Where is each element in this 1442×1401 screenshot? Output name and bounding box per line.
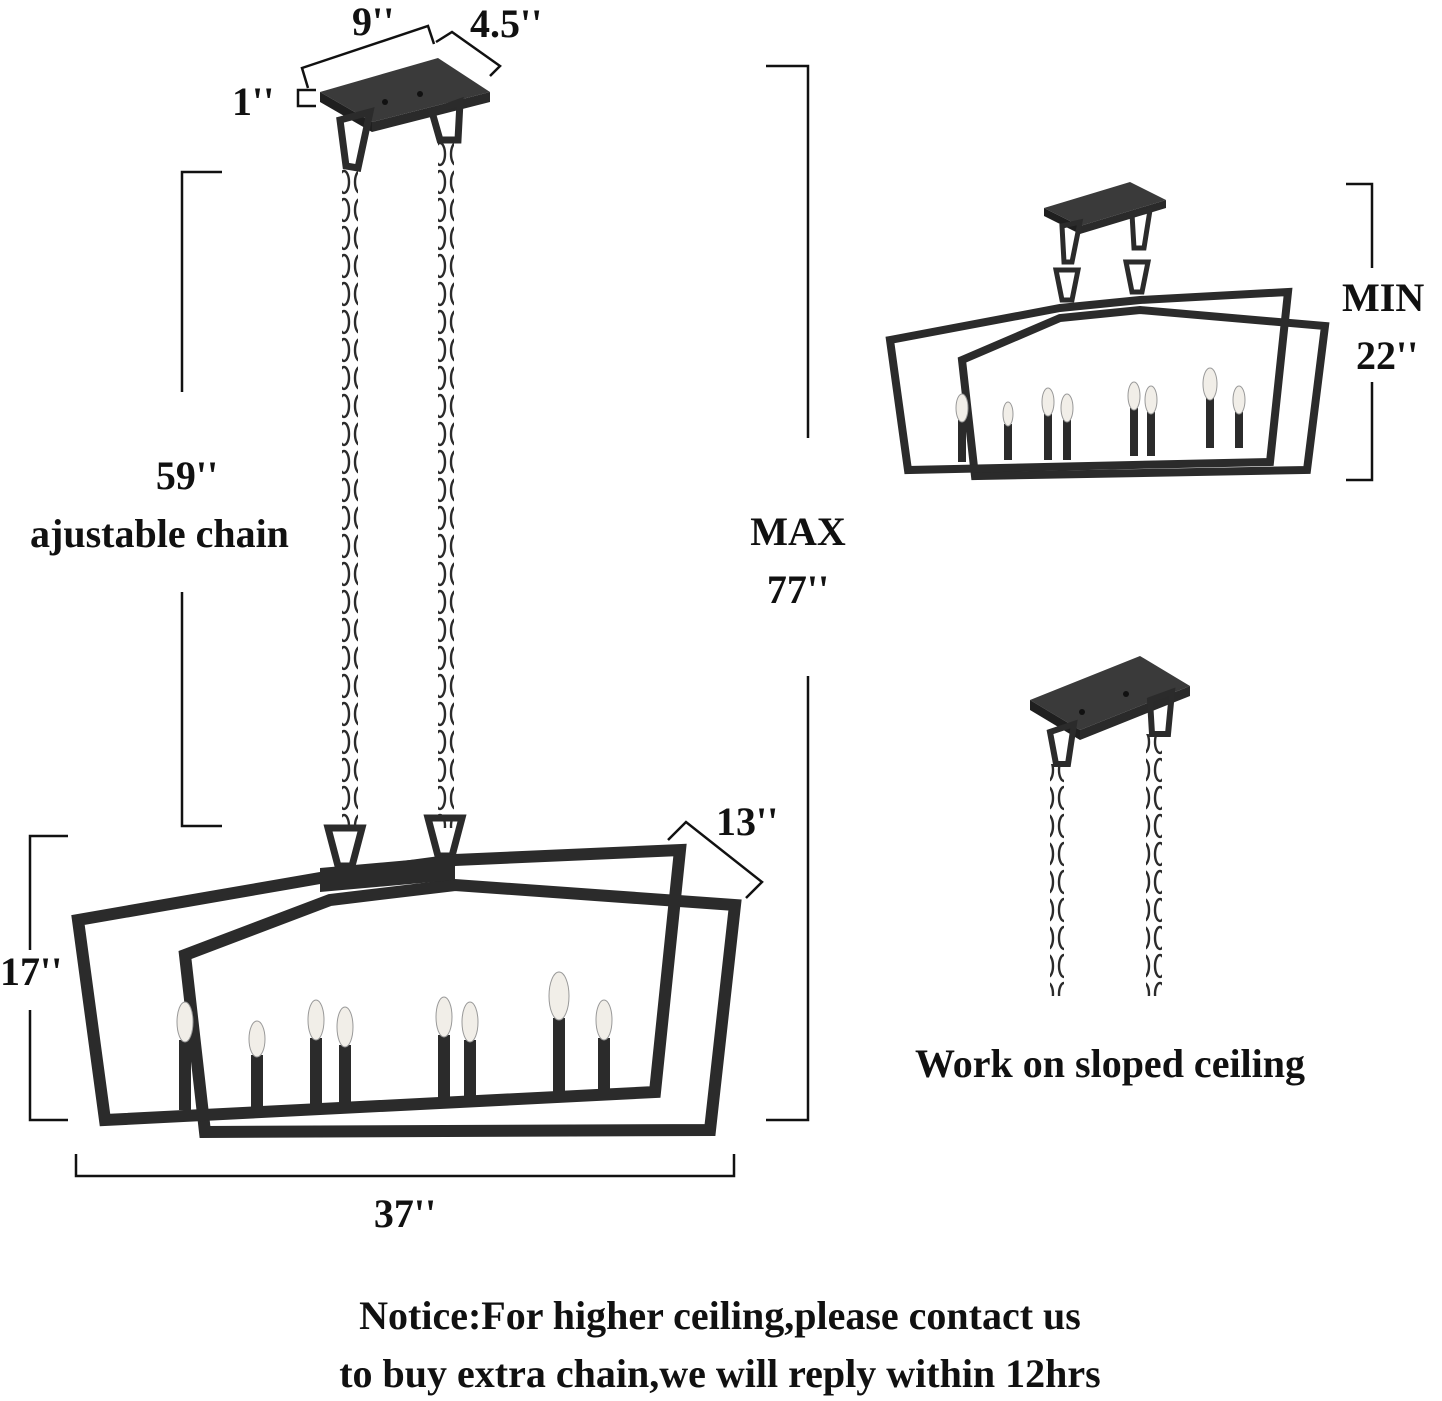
notice-line-1: Notice:For higher ceiling,please contact…	[359, 1293, 1081, 1338]
min-height-chandelier	[885, 182, 1330, 481]
sloped-ceiling-canopy	[1030, 656, 1190, 996]
notice-line-2: to buy extra chain,we will reply within …	[339, 1351, 1101, 1396]
frame-height-label: 17''	[0, 949, 63, 994]
max-label: MAX	[750, 509, 846, 554]
canopy-width-label: 4.5''	[470, 1, 543, 46]
chain-left	[342, 168, 358, 828]
min-label: MIN	[1342, 275, 1425, 320]
chain-length-label: 59''	[155, 453, 219, 498]
dimension-lines	[28, 24, 1374, 1178]
sloped-ceiling-caption: Work on sloped ceiling	[914, 1041, 1306, 1086]
canopy-length-label: 9''	[352, 0, 395, 44]
max-height-label: 77''	[766, 567, 830, 612]
canopy-height-label: 1''	[232, 79, 275, 124]
chain-caption: ajustable chain	[30, 511, 289, 556]
main-chandelier	[71, 58, 742, 1139]
frame-back	[178, 878, 742, 1139]
candle-group	[176, 971, 613, 1110]
chain-right	[438, 140, 454, 828]
frame-length-label: 37''	[373, 1191, 437, 1236]
frame-depth-label: 13''	[716, 799, 779, 844]
hanger-right	[427, 96, 464, 144]
min-height-label: 22''	[1356, 333, 1419, 378]
